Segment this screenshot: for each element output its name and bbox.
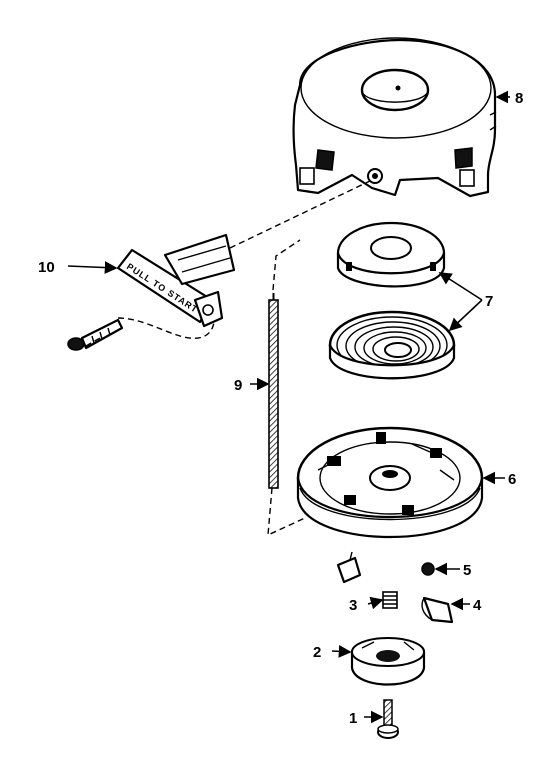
callout-1: 1 [349,710,357,727]
part-3-pawl-spring [382,591,398,609]
part-9-starter-rope [268,293,279,489]
callout-5: 5 [463,562,471,579]
part-4-pawl [421,596,454,624]
part-6-rope-pulley [296,426,484,538]
callout-8: 8 [515,90,523,107]
part-7-recoil-spring-and-cup [328,221,456,380]
part-2-brake-cup [350,637,426,686]
part-1-center-screw [377,699,399,739]
callout-numbers: 8 7 6 9 10 5 4 3 2 1 [38,90,523,727]
callout-2: 2 [313,644,321,661]
rope-routing-lines [85,179,373,537]
callout-3: 3 [349,597,357,614]
callout-7: 7 [485,293,493,310]
callout-10: 10 [38,259,55,276]
part-8-starter-housing [292,37,497,198]
part-10-starter-handle: PULL TO START [67,233,236,351]
callout-6: 6 [508,471,516,488]
pawl-pivot-bolt [336,551,362,584]
callout-4: 4 [473,597,482,614]
part-5-retainer [421,562,435,576]
callout-9: 9 [234,377,242,394]
handle-screw [67,318,124,351]
callout-leaders [67,90,510,724]
